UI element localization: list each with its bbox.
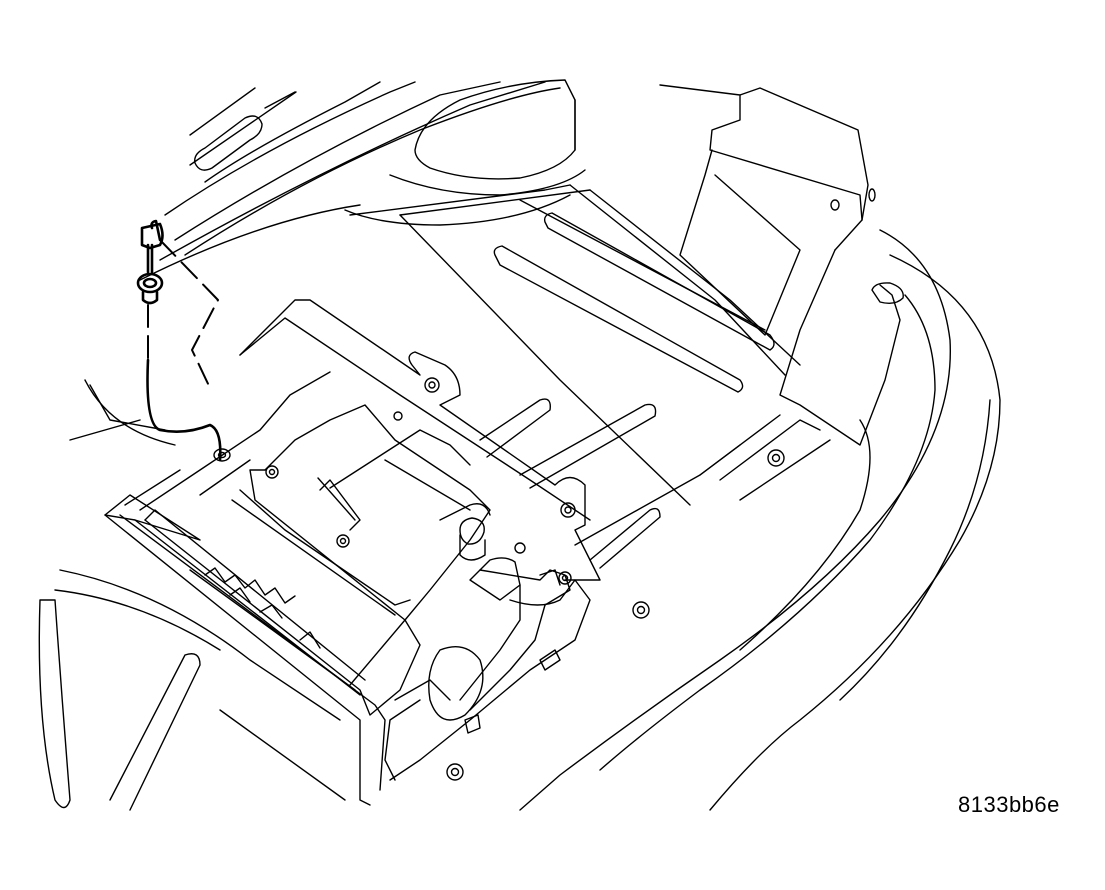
hold-down-bracket [384, 542, 591, 781]
spare-well-dome [344, 79, 586, 226]
ground-cable [136, 219, 231, 462]
trunk-floor [349, 184, 831, 569]
wheelhouse-panel [139, 81, 561, 281]
battery [139, 371, 491, 716]
figure-reference-id: 8133bb6e [958, 792, 1060, 817]
mounting-bolts [446, 449, 785, 781]
battery-tray [104, 299, 601, 806]
rear-quarter-panel [519, 84, 1001, 811]
lower-left-floor [38, 379, 346, 811]
